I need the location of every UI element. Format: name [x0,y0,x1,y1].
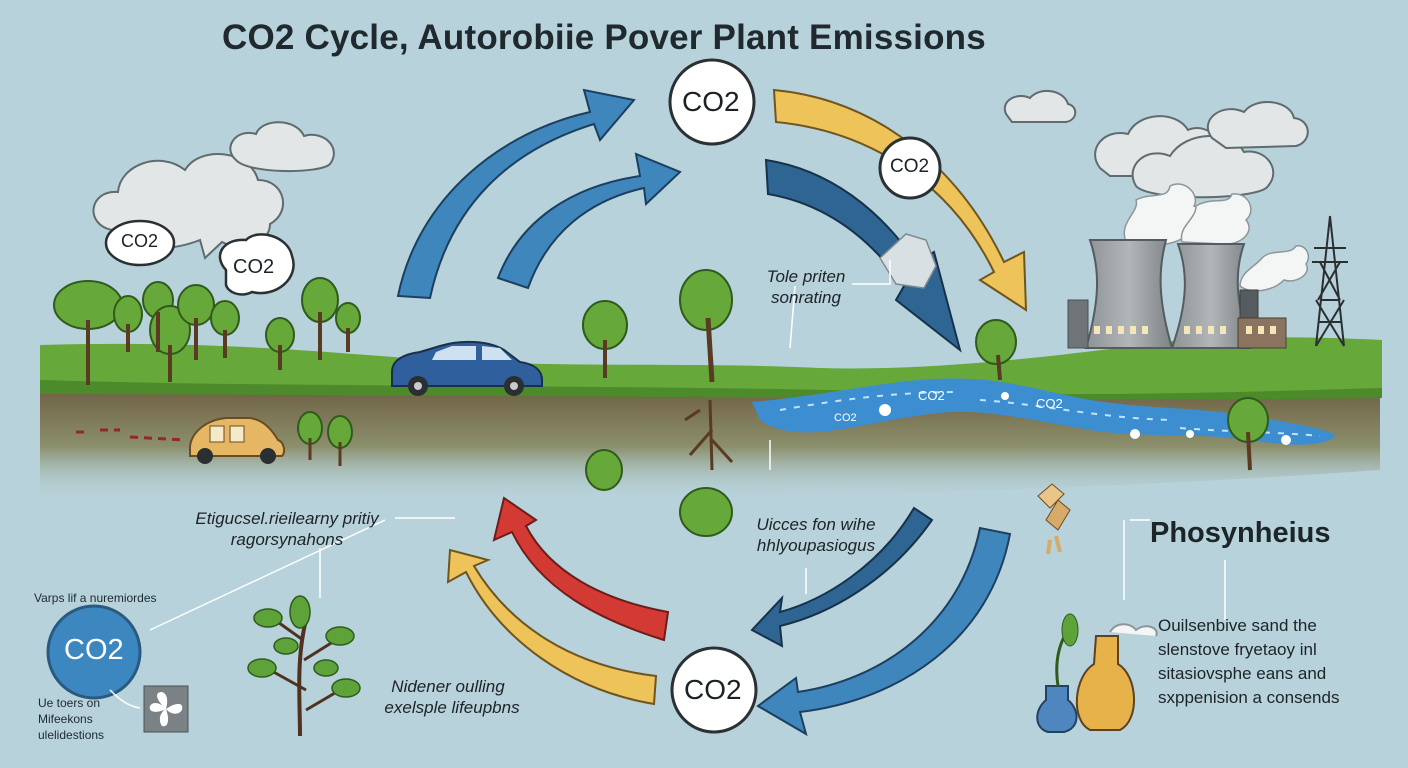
cloud-icon [1003,89,1309,199]
arrow-blue-inner [496,152,682,290]
label-far-left-bottom-line-2: Mifeekons [38,712,93,726]
sapling-icon [247,595,361,737]
label-center-lower-line-1: Uicces fon wihe [756,515,876,534]
label-far-left-bottom-line-3: ulelidestions [38,728,105,742]
rock [879,233,937,289]
cycle-arrows [396,88,1028,737]
co2-circles [46,58,942,734]
tree-icon [297,411,353,466]
photosynthesis-description-line-1: Ouilsenbive sand the [1158,616,1317,635]
roots-reflection [585,399,734,537]
co2-label-river-2: CO2 [1036,396,1063,411]
photosynthesis-description-line-2: slenstove fryetaoy inl [1158,640,1317,659]
label-upper-right-line-2: sonrating [771,288,841,307]
label-bottom-left-line-1: Nidener oulling [391,677,505,696]
flask-icon [1036,483,1158,733]
smoke [1123,183,1310,292]
arrow-yellow-bottom [446,548,658,706]
co2-label-top: CO2 [682,86,740,117]
fan-icon [143,685,189,733]
power-plant-icon [1067,239,1287,349]
co2-label-cloud-2: CO2 [233,256,275,278]
power-pylon-icon [1312,215,1348,347]
tree-icon [582,269,1269,471]
co2-label-blue: CO2 [64,634,124,666]
label-far-left-bottom-line-1: Ue toers on [38,696,101,710]
co2-label-bottom: CO2 [684,674,742,705]
photosynthesis-description-line-4: sxppenision a consends [1158,688,1340,707]
arrow-darkblue-top [764,158,962,353]
arrow-blue-bottom [756,526,1012,737]
co2-label-river-3: CO2 [834,412,857,424]
label-bottom-left-line-2: exelsple lifeupbns [384,698,520,717]
arrow-blue-outer [396,88,636,300]
tree-icon [53,277,361,385]
co2-bubble [104,219,295,296]
photosynthesis-heading: Phosynheius [1150,517,1331,549]
arrow-yellow-top [772,88,1028,312]
label-center-lower-line-2: hhlyoupasiogus [756,536,876,555]
label-left-middle-line-2: ragorsynahons [230,530,344,549]
co2-label-cloud-1: CO2 [121,231,159,251]
label-far-left-top: Varps lif a nuremiordes [34,591,157,605]
label-upper-right-line-1: Tole priten [766,267,846,286]
photosynthesis-description-line-3: sitasiovsphe eans and [1158,664,1327,683]
leader-lines [109,260,1226,709]
arrow-darkblue-bottom [750,506,934,648]
car-icon [76,417,286,464]
page-title: CO2 Cycle, Autorobiie Pover Plant Emissi… [222,18,986,57]
label-left-middle-line-1: Etigucsel.rieilearny pritiy [195,509,379,528]
co2-label-small: CO2 [890,156,930,177]
co2-label-river-1: CO2 [918,388,945,403]
arrow-red [492,496,670,642]
car-icon [391,340,543,396]
